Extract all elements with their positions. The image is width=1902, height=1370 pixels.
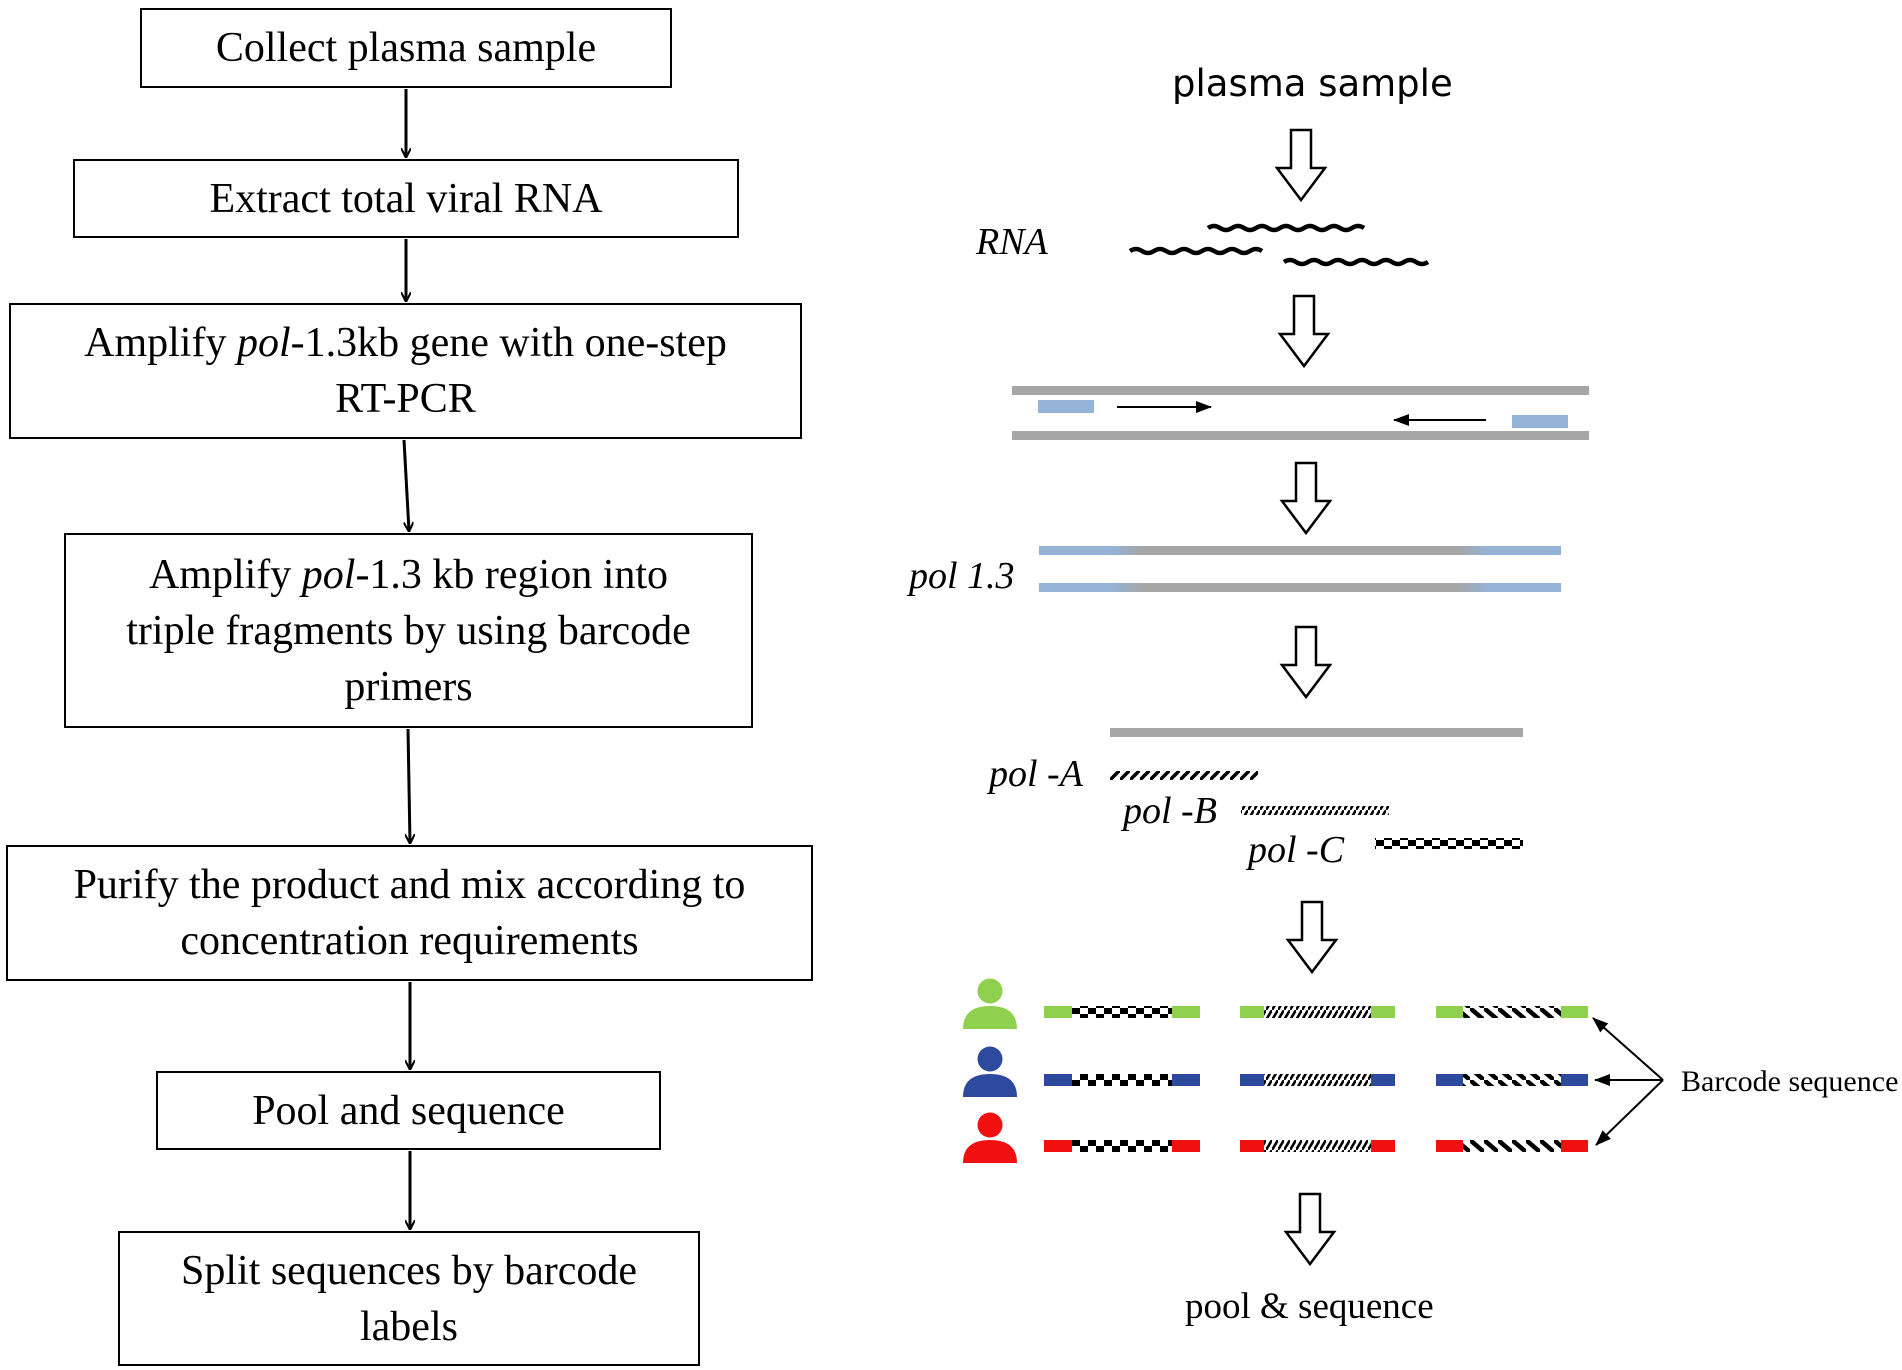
barcoded-fragment-a-sample-3 bbox=[1044, 1140, 1200, 1152]
pol13-strand-bottom bbox=[1039, 583, 1561, 592]
down-arrow-4 bbox=[1279, 625, 1333, 700]
template-strand-top bbox=[1012, 386, 1589, 395]
template-strand-bottom bbox=[1012, 431, 1589, 440]
pol-full-strand bbox=[1110, 728, 1523, 737]
barcode-tag-right-sample-1 bbox=[1561, 1006, 1588, 1018]
down-arrow-2 bbox=[1277, 294, 1331, 369]
person-icon-sample-2 bbox=[977, 1046, 1003, 1072]
barcode-tag-left-sample-1 bbox=[1044, 1006, 1072, 1018]
pol-c-label: pol -C bbox=[1248, 829, 1345, 871]
barcoded-fragment-a-sample-2 bbox=[1044, 1074, 1200, 1086]
down-arrow-5 bbox=[1285, 900, 1339, 975]
barcode-tag-left-sample-3 bbox=[1044, 1140, 1072, 1152]
barcode-tag-right-sample-1 bbox=[1172, 1006, 1200, 1018]
barcode-tag-right-sample-2 bbox=[1172, 1074, 1200, 1086]
barcode-tag-left-sample-2 bbox=[1240, 1074, 1264, 1086]
pol13-label: pol 1.3 bbox=[909, 555, 1015, 597]
person-body-sample-3 bbox=[963, 1140, 1017, 1163]
barcoded-fragment-b-sample-1 bbox=[1240, 1006, 1395, 1018]
down-arrow-6 bbox=[1283, 1192, 1337, 1267]
barcode-tag-left-sample-3 bbox=[1240, 1140, 1264, 1152]
barcode-tag-left-sample-3 bbox=[1436, 1140, 1463, 1152]
down-arrow-3 bbox=[1279, 461, 1333, 536]
barcode-tag-left-sample-2 bbox=[1436, 1074, 1463, 1086]
step-text: Collect plasma sample bbox=[215, 25, 597, 71]
barcode-tag-right-sample-2 bbox=[1561, 1074, 1588, 1086]
barcode-tag-right-sample-2 bbox=[1371, 1074, 1395, 1086]
person-icon-sample-3 bbox=[977, 1112, 1003, 1138]
person-body-sample-2 bbox=[963, 1074, 1017, 1097]
pol-b-label: pol -B bbox=[1123, 790, 1217, 832]
barcode-tag-left-sample-1 bbox=[1436, 1006, 1463, 1018]
pol-a-label: pol -A bbox=[989, 753, 1083, 795]
step-text: Extract total viral RNA bbox=[209, 175, 603, 222]
rna-strand-1 bbox=[1206, 223, 1366, 233]
barcoded-fragment-c-sample-2 bbox=[1436, 1074, 1588, 1086]
fragment-pol-a bbox=[1110, 771, 1258, 780]
fragment-pol-c bbox=[1375, 838, 1523, 849]
barcoded-fragment-b-sample-3 bbox=[1240, 1140, 1395, 1152]
reverse-primer bbox=[1512, 415, 1568, 428]
pool-and-sequence-label: pool & sequence bbox=[1185, 1286, 1434, 1327]
rna-strand-3 bbox=[1282, 257, 1430, 267]
barcoded-fragment-c-sample-1 bbox=[1436, 1006, 1588, 1018]
barcoded-fragment-b-sample-2 bbox=[1240, 1074, 1395, 1086]
barcode-tag-left-sample-2 bbox=[1044, 1074, 1072, 1086]
barcode-tag-right-sample-3 bbox=[1371, 1140, 1395, 1152]
pol13-strand-top bbox=[1039, 546, 1561, 555]
step-extract-viral-rna: Extract total viral RNA bbox=[73, 159, 739, 238]
rna-label: RNA bbox=[976, 221, 1048, 263]
barcoded-fragment-c-sample-3 bbox=[1436, 1140, 1588, 1152]
barcoded-fragment-a-sample-1 bbox=[1044, 1006, 1200, 1018]
plasma-sample-label: plasma sample bbox=[1172, 62, 1453, 105]
barcoded-samples bbox=[963, 978, 1588, 1163]
person-icon-sample-1 bbox=[977, 978, 1003, 1004]
person-body-sample-1 bbox=[963, 1006, 1017, 1029]
barcode-tag-right-sample-3 bbox=[1561, 1140, 1588, 1152]
barcode-pointer-arrow bbox=[1592, 1017, 1664, 1081]
step-collect-plasma-sample: Collect plasma sample bbox=[140, 8, 672, 88]
barcode-tag-left-sample-1 bbox=[1240, 1006, 1264, 1018]
fragment-pol-b bbox=[1241, 806, 1389, 815]
rna-strand-2 bbox=[1128, 246, 1264, 256]
step-pool-and-sequence: Pool and sequence bbox=[156, 1071, 661, 1150]
barcode-pointer-arrow bbox=[1595, 1079, 1664, 1146]
flow-arrow-3 bbox=[402, 439, 409, 531]
step-text: Pool and sequence bbox=[252, 1087, 565, 1134]
barcode-sequence-label: Barcode sequence bbox=[1681, 1065, 1899, 1098]
flow-arrow-4 bbox=[408, 728, 410, 843]
forward-primer bbox=[1038, 400, 1094, 413]
barcode-tag-right-sample-1 bbox=[1371, 1006, 1395, 1018]
down-arrow-1 bbox=[1274, 128, 1328, 203]
barcode-tag-right-sample-3 bbox=[1172, 1140, 1200, 1152]
